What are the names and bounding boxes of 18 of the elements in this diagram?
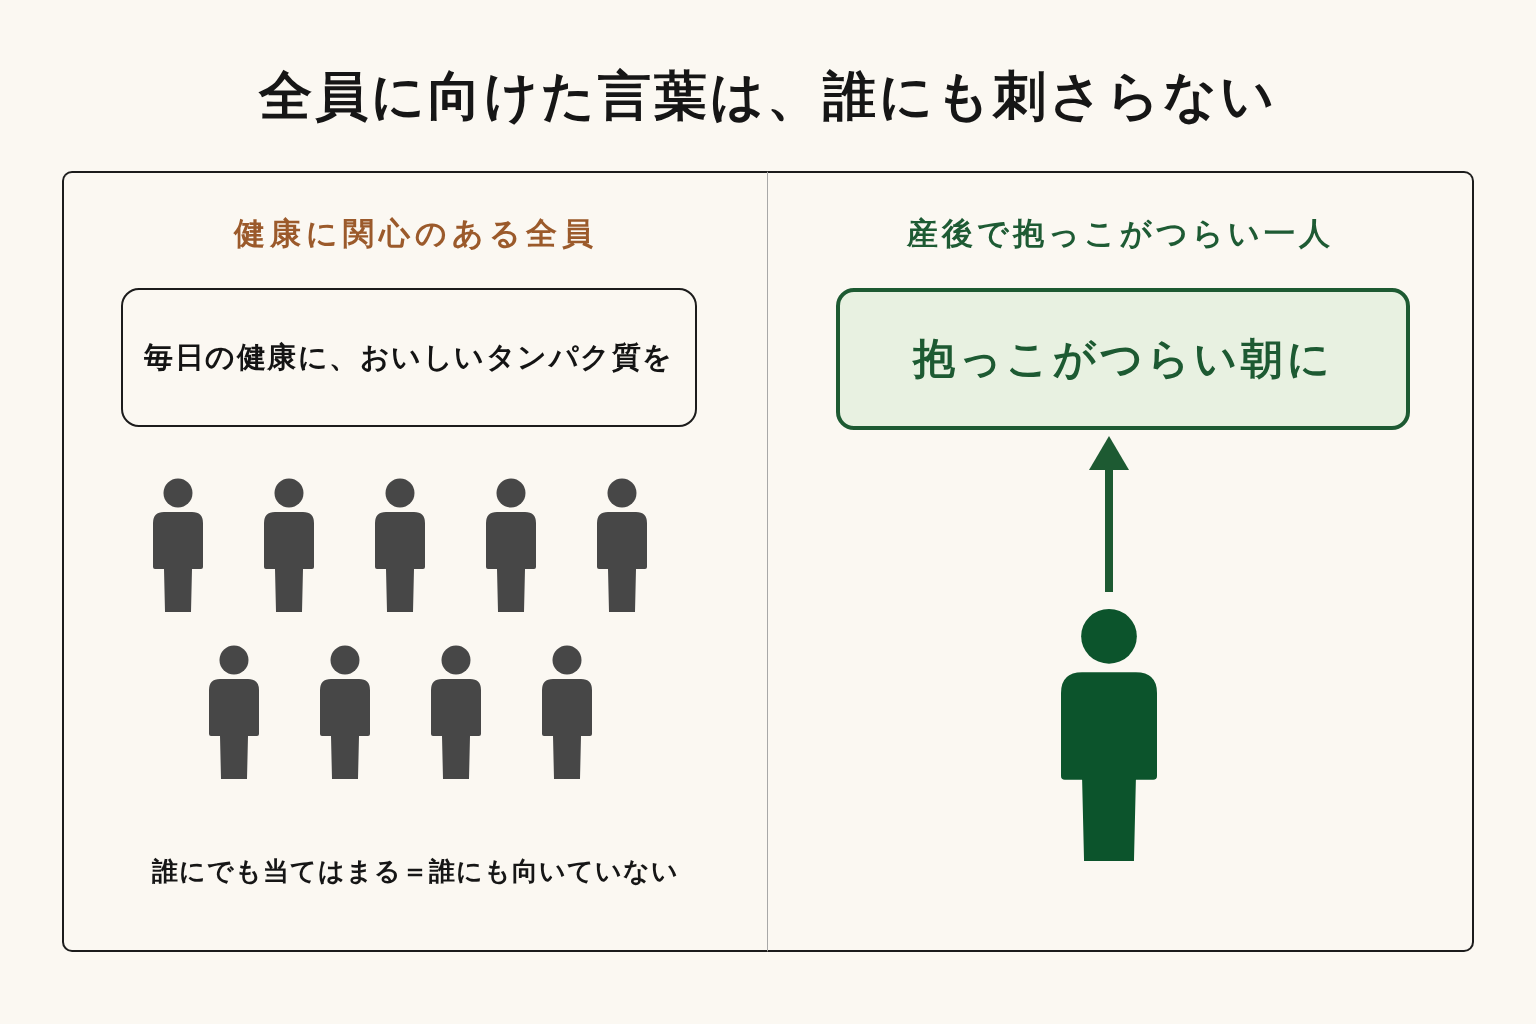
person-icon [431, 645, 481, 779]
panel-heading: 産後で抱っこがつらい一人 [906, 215, 1334, 253]
person-icon [1061, 608, 1157, 861]
comparison-panel [768, 171, 1474, 952]
person-icon [264, 478, 314, 612]
person-icon [153, 478, 203, 612]
message-card: 抱っこがつらい朝に [836, 288, 1410, 430]
person-icon [375, 478, 425, 612]
person-icon [320, 645, 370, 779]
person-icon [542, 645, 592, 779]
diagram-title: 全員に向けた言葉は、誰にも刺さらない [259, 64, 1277, 128]
person-icon [486, 478, 536, 612]
panel-heading: 健康に関心のある全員 [233, 215, 598, 253]
message-card: 毎日の健康に、おいしいタンパク質を [121, 288, 697, 427]
comparison-panel [62, 171, 768, 952]
caption-text: 誰にでも当てはまる＝誰にも向いていない [152, 856, 679, 888]
person-icon [209, 645, 259, 779]
person-icon [597, 478, 647, 612]
